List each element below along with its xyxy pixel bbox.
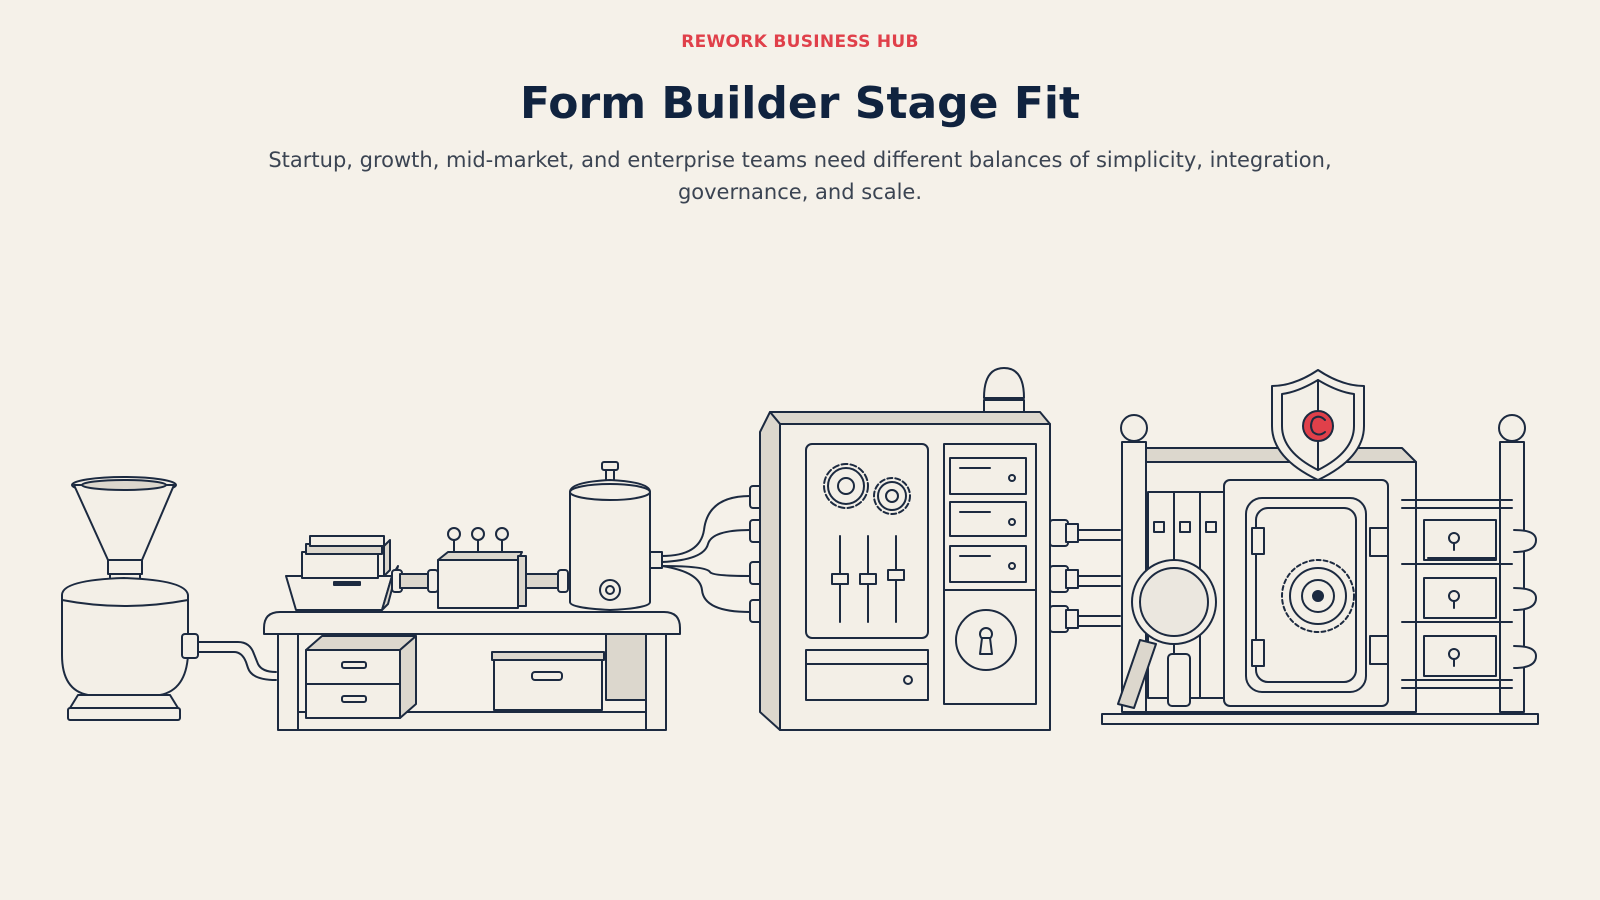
stage-machine-illustration — [0, 350, 1600, 740]
eyebrow-label: REWORK BUSINESS HUB — [681, 32, 919, 52]
workbench-icon — [263, 527, 681, 731]
tank-icon — [569, 461, 773, 623]
shield-icon — [1271, 369, 1365, 481]
vault-icon — [1101, 414, 1539, 725]
page-title: Form Builder Stage Fit — [520, 78, 1080, 129]
control-panel-icon — [759, 367, 1121, 731]
funnel-grinder-icon — [61, 476, 277, 721]
page-subtitle: Startup, growth, mid-market, and enterpr… — [268, 148, 1332, 204]
